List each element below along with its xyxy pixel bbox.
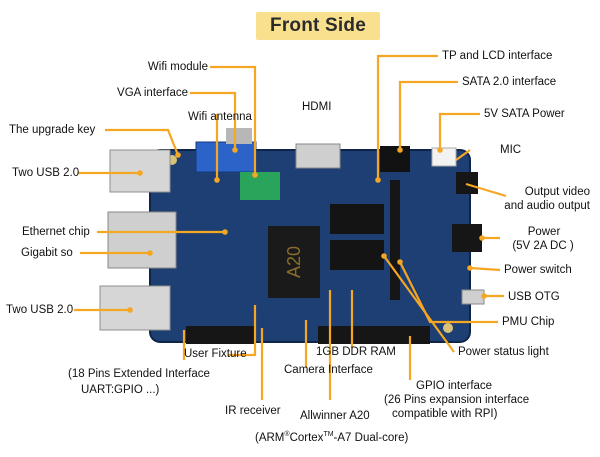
mount-hole bbox=[443, 323, 453, 333]
leader-power-status bbox=[383, 255, 455, 353]
wifi-module bbox=[240, 172, 280, 200]
leader-pmu bbox=[399, 261, 498, 324]
label-gpio-3: compatible with RPI) bbox=[392, 408, 498, 420]
gpio-header-right bbox=[318, 326, 430, 344]
allwinner-reg: ® bbox=[284, 431, 290, 438]
leader-vga bbox=[190, 91, 237, 150]
leader-dot bbox=[252, 172, 258, 178]
label-mic: MIC bbox=[500, 144, 522, 156]
leader-dot bbox=[175, 152, 181, 158]
label-allwinner-2: (ARM®CortexTM-A7 Dual-core) bbox=[255, 428, 408, 445]
allwinner-2b: Cortex bbox=[289, 431, 324, 444]
label-ext-interface-1: (18 Pins Extended Interface bbox=[68, 368, 210, 380]
label-pmu-chip: PMU Chip bbox=[502, 316, 555, 328]
leader-dot bbox=[137, 170, 143, 176]
usb-otg-connector bbox=[461, 289, 485, 305]
leader-tp-lcd bbox=[376, 54, 438, 180]
sata-connector bbox=[380, 146, 410, 172]
leader-dot bbox=[147, 250, 153, 256]
label-upgrade-key: The upgrade key bbox=[9, 124, 96, 136]
ram-chip bbox=[330, 240, 384, 270]
label-ddr-ram: 1GB DDR RAM bbox=[316, 346, 396, 358]
leader-dot bbox=[222, 229, 228, 235]
allwinner-2a: (ARM bbox=[255, 431, 285, 444]
allwinner-tm: TM bbox=[323, 431, 334, 438]
header-vertical bbox=[390, 180, 400, 300]
leader-dot bbox=[127, 307, 133, 313]
diagram-title: Front Side bbox=[270, 15, 366, 36]
leader-dot bbox=[481, 293, 487, 299]
leader-wifi-module bbox=[210, 65, 257, 175]
label-sata-power: 5V SATA Power bbox=[484, 108, 565, 120]
leader-dot bbox=[467, 265, 473, 271]
leader-dot bbox=[397, 147, 403, 153]
label-power-2: (5V 2A DC ) bbox=[512, 240, 574, 252]
label-output-av-1: Output video bbox=[524, 186, 590, 198]
leader-dots bbox=[127, 147, 487, 313]
leader-sata bbox=[398, 80, 458, 150]
sata-power-connector bbox=[431, 147, 457, 167]
label-wifi-module: Wifi module bbox=[147, 61, 208, 73]
label-sata: SATA 2.0 interface bbox=[462, 76, 557, 88]
leader-dot bbox=[214, 177, 220, 183]
ram-chip bbox=[330, 204, 384, 234]
label-two-usb-top: Two USB 2.0 bbox=[12, 167, 80, 179]
leader-dot bbox=[375, 177, 381, 183]
hdmi-connector bbox=[295, 143, 341, 169]
label-gigabit: Gigabit so bbox=[21, 247, 73, 259]
leader-dot bbox=[232, 147, 238, 153]
label-output-av-2: and audio output bbox=[504, 200, 590, 212]
power-jack bbox=[452, 224, 482, 252]
label-wifi-antenna: Wifi antenna bbox=[188, 111, 252, 123]
vga-metal bbox=[226, 128, 252, 144]
label-power-1: Power bbox=[527, 226, 561, 238]
label-gpio-2: (26 Pins expansion interface bbox=[384, 394, 530, 406]
label-hdmi: HDMI bbox=[302, 101, 332, 113]
label-ext-interface-2: UART:GPIO ...) bbox=[81, 384, 160, 396]
ethernet-connector bbox=[107, 211, 177, 269]
label-gpio-1: GPIO interface bbox=[416, 380, 493, 392]
label-ethernet-chip: Ethernet chip bbox=[22, 226, 90, 238]
gpio-header-left bbox=[186, 326, 256, 344]
leader-user-fixture bbox=[228, 305, 257, 357]
leader-dot bbox=[397, 259, 403, 265]
usb-bottom-connector bbox=[99, 285, 171, 331]
title-box: Front Side bbox=[256, 12, 380, 40]
label-vga-interface: VGA interface bbox=[117, 87, 188, 99]
label-user-fixture: User Fixture bbox=[184, 348, 247, 360]
leader-output-av bbox=[465, 182, 507, 198]
label-power-status: Power status light bbox=[458, 346, 549, 358]
leader-dot bbox=[479, 235, 485, 241]
vga-connector bbox=[195, 141, 257, 173]
label-usb-otg: USB OTG bbox=[508, 291, 560, 303]
leader-mic bbox=[455, 149, 471, 161]
soc-chip bbox=[268, 226, 320, 298]
audio-jack bbox=[456, 172, 478, 194]
leader-dot bbox=[381, 253, 387, 259]
leader-lines bbox=[74, 54, 507, 400]
soc-chip-label: A20 bbox=[284, 246, 304, 278]
allwinner-2c: -A7 Dual-core) bbox=[333, 431, 409, 444]
label-allwinner-1: Allwinner A20 bbox=[300, 410, 370, 422]
leader-power-switch bbox=[469, 266, 501, 272]
label-power-switch: Power switch bbox=[504, 264, 572, 276]
label-ir-receiver: IR receiver bbox=[225, 405, 281, 417]
label-tp-lcd: TP and LCD interface bbox=[442, 50, 553, 62]
leader-upgrade-key bbox=[105, 128, 180, 156]
leader-dot bbox=[437, 147, 443, 153]
label-camera: Camera Interface bbox=[284, 364, 373, 376]
label-two-usb-bottom: Two USB 2.0 bbox=[6, 304, 74, 316]
leader-sata-power bbox=[438, 112, 480, 150]
